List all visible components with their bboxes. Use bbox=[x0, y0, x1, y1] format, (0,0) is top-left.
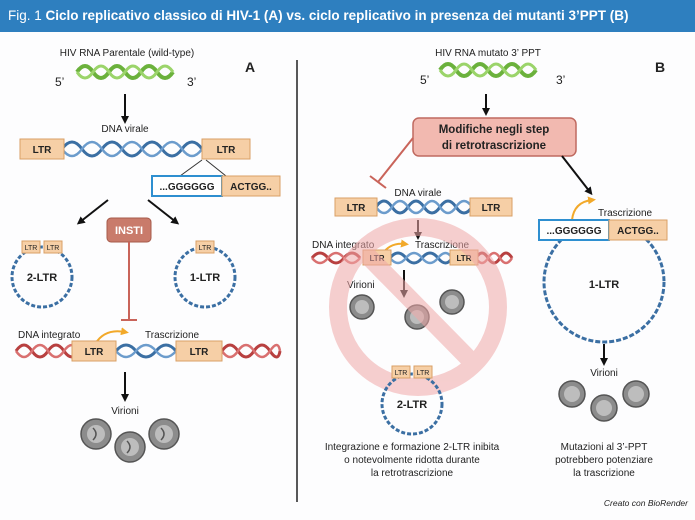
sequence-right-b: ACTGG.. bbox=[617, 226, 659, 237]
caption-left-line1: Integrazione e formazione 2-LTR inibita bbox=[325, 442, 500, 453]
ltr-box-small bbox=[391, 365, 411, 379]
virion-icon bbox=[439, 289, 465, 315]
diagram-canvas: A HIV RNA Parentale (wild-type) 5’ 3’ DN… bbox=[10, 48, 689, 508]
panel-b-letter: B bbox=[655, 59, 665, 75]
ltr-box-small bbox=[21, 240, 41, 254]
credit-label: Creato con BioRender bbox=[604, 498, 689, 508]
title-bar: Fig. 1 Ciclo replicativo classico di HIV… bbox=[0, 0, 695, 32]
ltr-label: LTR bbox=[217, 145, 236, 156]
ltr-box bbox=[469, 197, 513, 217]
ltr-label: LTR bbox=[417, 370, 430, 377]
one-ltr-label-b: 1-LTR bbox=[589, 279, 619, 291]
figure-label: Fig. 1 bbox=[8, 8, 42, 23]
panel-b-transcription-label: Trascrizione bbox=[415, 240, 470, 251]
panel-a-rna-label: HIV RNA Parentale (wild-type) bbox=[60, 48, 195, 59]
panel-b-five-prime: 5’ bbox=[420, 73, 429, 87]
ltr-label: LTR bbox=[347, 203, 366, 214]
zoom-line bbox=[179, 159, 203, 177]
viral-dna-helix-b bbox=[374, 199, 474, 215]
arrow-to-1ltr-b bbox=[561, 155, 593, 196]
panel-b-integrated-label: DNA integrato bbox=[312, 240, 375, 251]
virion-icon bbox=[80, 418, 112, 450]
panel-b-virions-left-label: Virioni bbox=[347, 280, 375, 291]
arrow-to-2ltr bbox=[76, 199, 109, 225]
ltr-box-small bbox=[195, 240, 215, 254]
ltr-box bbox=[334, 197, 378, 217]
panel-b-three-prime: 3’ bbox=[556, 73, 565, 87]
panel-a-transcription-label: Trascrizione bbox=[145, 330, 200, 341]
two-ltr-label: 2-LTR bbox=[27, 272, 57, 284]
panel-a-letter: A bbox=[245, 59, 255, 75]
ltr-box bbox=[201, 138, 251, 160]
panel-a-dna-label: DNA virale bbox=[101, 124, 149, 135]
panel-b-transcription-right-label: Trascrizione bbox=[598, 208, 653, 219]
two-ltr-circle-b bbox=[380, 372, 444, 436]
panel-a-virions-label: Virioni bbox=[111, 406, 139, 417]
panel-a-three-prime: 3’ bbox=[187, 75, 196, 89]
caption-left-line2: o notevolmente ridotta durante bbox=[344, 455, 480, 466]
figure-title: Ciclo replicativo classico di HIV-1 (A) … bbox=[45, 8, 629, 23]
panel-b-rna-label: HIV RNA mutato 3’ PPT bbox=[435, 48, 541, 59]
sequence-left-b: ...GGGGGG bbox=[546, 226, 601, 237]
two-ltr-label-b: 2-LTR bbox=[397, 399, 427, 411]
caption-right-line3: la trascrizione bbox=[573, 468, 635, 479]
sequence-right: ACTGG.. bbox=[230, 182, 272, 193]
caption-right-line1: Mutazioni al 3’-PPT bbox=[561, 442, 648, 453]
virion-icon bbox=[148, 418, 180, 450]
transcription-arrow bbox=[571, 196, 596, 221]
rna-strand-icon bbox=[75, 64, 175, 80]
mutated-rna-strand-icon bbox=[438, 62, 538, 78]
integrated-dna-helix bbox=[14, 343, 282, 359]
ltr-label: LTR bbox=[190, 347, 209, 358]
virion-icon bbox=[349, 294, 375, 320]
arrow-to-1ltr bbox=[147, 199, 180, 225]
virion-icon bbox=[558, 380, 586, 408]
two-ltr-circle bbox=[10, 245, 74, 309]
modifiche-label-line2: di retrotrascrizione bbox=[442, 140, 546, 152]
panel-b-dna-label: DNA virale bbox=[394, 188, 442, 199]
sequence-box-right bbox=[221, 175, 281, 197]
ltr-label: LTR bbox=[33, 145, 52, 156]
inhibition-line bbox=[377, 137, 414, 183]
sequence-left: ...GGGGGG bbox=[159, 182, 214, 193]
zoom-line bbox=[205, 159, 227, 177]
ltr-label: LTR bbox=[457, 254, 472, 263]
virion-icon bbox=[622, 380, 650, 408]
virion-icon bbox=[590, 394, 618, 422]
insti-label: INSTI bbox=[115, 225, 143, 237]
ltr-box-small bbox=[43, 240, 63, 254]
panel-a-five-prime: 5’ bbox=[55, 75, 64, 89]
ltr-box bbox=[71, 340, 117, 362]
caption-left-line3: la retrotrascrizione bbox=[371, 468, 454, 479]
one-ltr-label: 1-LTR bbox=[190, 272, 220, 284]
modifiche-label-line1: Modifiche negli step bbox=[439, 124, 550, 136]
panel-b-virions-right-label: Virioni bbox=[590, 368, 618, 379]
panel-a-integrated-label: DNA integrato bbox=[18, 330, 81, 341]
ltr-box-small bbox=[413, 365, 433, 379]
ltr-label: LTR bbox=[395, 370, 408, 377]
ltr-label: LTR bbox=[199, 245, 212, 252]
inhibition-bar bbox=[369, 175, 387, 189]
viral-dna-helix bbox=[60, 140, 204, 158]
ltr-label: LTR bbox=[482, 203, 501, 214]
prohibition-icon bbox=[329, 218, 507, 396]
sequence-box-right bbox=[608, 219, 668, 241]
caption-right-line2: potrebbero potenziare bbox=[555, 455, 653, 466]
ltr-box bbox=[19, 138, 65, 160]
virion-icon bbox=[114, 431, 146, 463]
ltr-label: LTR bbox=[25, 245, 38, 252]
ltr-box bbox=[175, 340, 223, 362]
ltr-label: LTR bbox=[85, 347, 104, 358]
modifiche-box bbox=[412, 117, 577, 157]
ltr-label: LTR bbox=[47, 245, 60, 252]
